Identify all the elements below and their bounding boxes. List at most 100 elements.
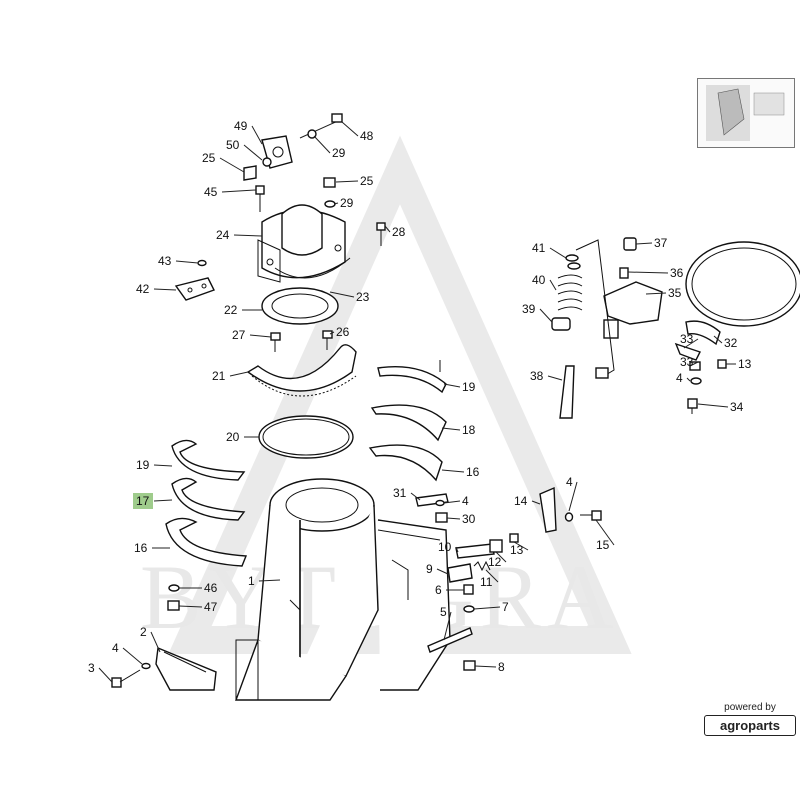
bolt-36[interactable] <box>619 267 629 279</box>
callout-c43[interactable]: 43 <box>158 254 199 268</box>
callout-c27[interactable]: 27 <box>232 328 272 342</box>
bolt-15[interactable] <box>580 510 602 521</box>
callout-label[interactable]: 16 <box>466 465 480 479</box>
callout-c46[interactable]: 46 <box>179 581 218 595</box>
callout-c28[interactable]: 28 <box>384 225 406 239</box>
callout-label[interactable]: 25 <box>202 151 216 165</box>
main-frame-1[interactable] <box>234 478 451 701</box>
callout-c18[interactable]: 18 <box>441 423 476 437</box>
callout-c16b[interactable]: 16 <box>134 541 170 555</box>
callout-label[interactable]: 8 <box>498 660 505 674</box>
callout-label[interactable]: 40 <box>532 273 546 287</box>
callout-label[interactable]: 4 <box>112 641 119 655</box>
callout-c26[interactable]: 26 <box>329 325 350 339</box>
callout-label[interactable]: 19 <box>136 458 150 472</box>
plate-10[interactable] <box>455 543 495 559</box>
callout-c23[interactable]: 23 <box>329 290 370 304</box>
callout-c19a[interactable]: 19 <box>443 380 476 394</box>
callout-label[interactable]: 4 <box>676 371 683 385</box>
cup-39[interactable] <box>551 317 571 331</box>
shim-19-right[interactable] <box>377 360 447 394</box>
callout-c15[interactable]: 15 <box>595 519 615 552</box>
rod-5[interactable] <box>427 627 473 653</box>
plate-42[interactable] <box>174 277 215 301</box>
callout-label[interactable]: 25 <box>360 174 374 188</box>
nut-25[interactable] <box>323 177 336 208</box>
callout-c25a[interactable]: 25 <box>202 151 245 173</box>
washer-4-far[interactable] <box>690 377 702 385</box>
callout-c20[interactable]: 20 <box>226 430 259 444</box>
callout-label[interactable]: 48 <box>360 129 374 143</box>
callout-c7[interactable]: 7 <box>473 600 509 614</box>
callout-label[interactable]: 35 <box>668 286 682 300</box>
callout-c29b[interactable]: 29 <box>333 196 354 210</box>
callout-c37[interactable]: 37 <box>635 236 668 250</box>
cap-37[interactable] <box>623 237 637 251</box>
callout-label[interactable]: 2 <box>140 625 147 639</box>
washer-4-mid[interactable] <box>435 499 445 507</box>
callout-c31[interactable]: 31 <box>393 486 421 501</box>
bolt-34[interactable] <box>687 398 698 414</box>
callout-label[interactable]: 29 <box>332 146 346 160</box>
callout-label[interactable]: 17 <box>136 494 150 508</box>
bracket-top[interactable] <box>243 113 343 181</box>
callout-c40[interactable]: 40 <box>532 273 557 291</box>
callout-c25b[interactable]: 25 <box>335 174 374 188</box>
callout-c22[interactable]: 22 <box>224 303 262 317</box>
callout-c48[interactable]: 48 <box>341 121 374 143</box>
callout-c4d[interactable]: 4 <box>676 371 691 385</box>
callout-c34[interactable]: 34 <box>697 400 744 414</box>
callout-c41[interactable]: 41 <box>532 241 567 259</box>
callout-label[interactable]: 34 <box>730 400 744 414</box>
callout-label[interactable]: 11 <box>480 575 493 589</box>
washer-4-right[interactable] <box>564 512 574 522</box>
washer-41[interactable] <box>565 254 581 270</box>
callout-c19b[interactable]: 19 <box>136 458 173 472</box>
callout-label[interactable]: 28 <box>392 225 406 239</box>
callout-c49[interactable]: 49 <box>234 119 263 145</box>
callout-c16a[interactable]: 16 <box>441 465 480 479</box>
o-ring-20[interactable] <box>258 415 354 459</box>
arm-35[interactable] <box>603 281 663 339</box>
callout-label[interactable]: 9 <box>426 562 433 576</box>
pad-32[interactable] <box>685 320 721 346</box>
callout-label[interactable]: 1 <box>248 574 255 588</box>
callout-c13b[interactable]: 13 <box>726 357 752 371</box>
callout-c12[interactable]: 12 <box>488 551 507 569</box>
callout-c9[interactable]: 9 <box>426 562 449 576</box>
plate-18[interactable] <box>370 404 447 442</box>
callout-label[interactable]: 24 <box>216 228 230 242</box>
callout-label[interactable]: 13 <box>738 357 752 371</box>
bolt-6[interactable] <box>463 584 474 595</box>
callout-c4b[interactable]: 4 <box>566 475 578 512</box>
callout-c10[interactable]: 10 <box>438 540 459 554</box>
callout-label[interactable]: 14 <box>514 494 528 508</box>
callout-label[interactable]: 12 <box>488 555 502 569</box>
bolt-38[interactable] <box>559 365 575 419</box>
callout-label[interactable]: 22 <box>224 303 238 317</box>
callout-c47[interactable]: 47 <box>178 600 218 614</box>
callout-c32[interactable]: 32 <box>713 335 738 350</box>
callout-c11[interactable]: 11 <box>480 569 499 589</box>
callout-label[interactable]: 33 <box>680 332 694 346</box>
callout-label[interactable]: 27 <box>232 328 246 342</box>
washer-43[interactable] <box>197 259 207 267</box>
callout-label[interactable]: 41 <box>532 241 546 255</box>
nut-47[interactable] <box>167 600 180 611</box>
callout-label[interactable]: 32 <box>724 336 738 350</box>
callout-c21[interactable]: 21 <box>212 369 249 383</box>
callout-label[interactable]: 15 <box>596 538 610 552</box>
callout-label[interactable]: 4 <box>462 494 469 508</box>
callout-label[interactable]: 47 <box>204 600 218 614</box>
callout-c1[interactable]: 1 <box>248 574 281 588</box>
callout-label[interactable]: 18 <box>462 423 476 437</box>
callout-label[interactable]: 31 <box>393 486 407 500</box>
callout-c50[interactable]: 50 <box>226 138 263 161</box>
bolt-45[interactable] <box>255 185 265 212</box>
callout-label[interactable]: 45 <box>204 185 218 199</box>
callout-c3[interactable]: 3 <box>88 661 113 683</box>
callout-label[interactable]: 13 <box>510 543 524 557</box>
callout-label[interactable]: 20 <box>226 430 240 444</box>
powered-by-badge[interactable]: powered by agroparts <box>704 702 796 736</box>
callout-label[interactable]: 42 <box>136 282 150 296</box>
